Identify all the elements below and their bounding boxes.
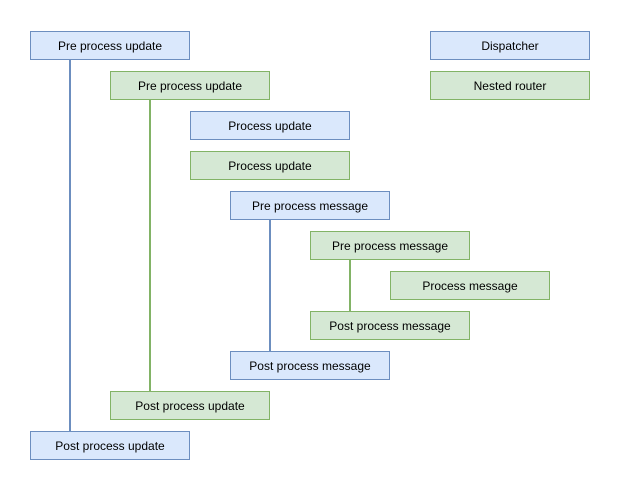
node-dispatcher-post-process-update: Post process update: [30, 431, 190, 460]
node-router-pre-process-update: Pre process update: [110, 71, 270, 100]
node-dispatcher-process-update: Process update: [190, 111, 350, 140]
node-router-post-process-message: Post process message: [310, 311, 470, 340]
node-label: Pre process update: [137, 78, 243, 93]
node-router-process-message: Process message: [390, 271, 550, 300]
connector-router-message-lifeline: [349, 260, 351, 311]
node-dispatcher-pre-process-update: Pre process update: [30, 31, 190, 60]
connector-dispatcher-message-lifeline: [269, 220, 271, 351]
connector-dispatcher-update-lifeline: [69, 60, 71, 431]
node-label: Post process message: [249, 358, 371, 373]
node-router-process-update: Process update: [190, 151, 350, 180]
node-label: Dispatcher: [481, 38, 539, 53]
connector-router-update-lifeline: [149, 100, 151, 391]
legend-nested-router: Nested router: [430, 71, 590, 100]
node-label: Pre process message: [251, 198, 369, 213]
node-label: Process update: [228, 158, 312, 173]
node-label: Post process update: [55, 438, 165, 453]
node-dispatcher-pre-process-message: Pre process message: [230, 191, 390, 220]
node-router-pre-process-message: Pre process message: [310, 231, 470, 260]
node-label: Post process message: [329, 318, 451, 333]
node-label: Pre process update: [57, 38, 163, 53]
node-label: Process update: [228, 118, 312, 133]
legend-dispatcher: Dispatcher: [430, 31, 590, 60]
node-label: Pre process message: [331, 238, 449, 253]
node-label: Process message: [422, 278, 518, 293]
node-label: Nested router: [473, 78, 547, 93]
node-label: Post process update: [135, 398, 245, 413]
node-dispatcher-post-process-message: Post process message: [230, 351, 390, 380]
node-router-post-process-update: Post process update: [110, 391, 270, 420]
